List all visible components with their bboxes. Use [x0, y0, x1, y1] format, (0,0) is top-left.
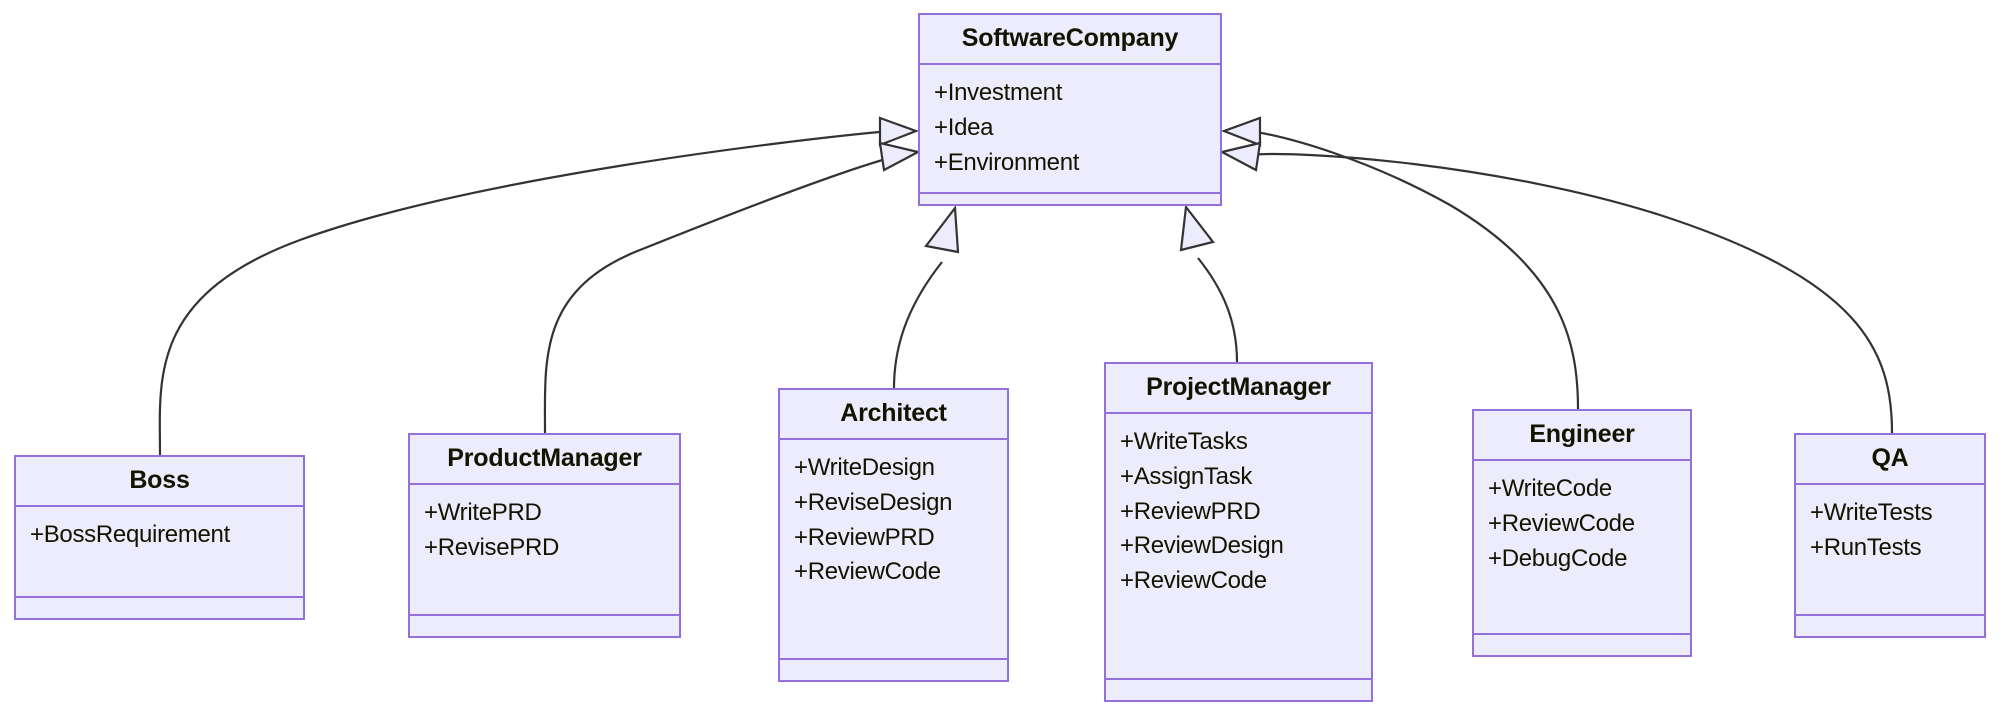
class-attribute: +RevisePRD — [424, 533, 560, 561]
class-methods-productmanager — [410, 616, 679, 636]
class-node-productmanager[interactable]: ProductManager +WritePRD +RevisePRD — [408, 433, 681, 638]
class-node-boss[interactable]: Boss +BossRequirement — [14, 455, 305, 620]
class-node-architect[interactable]: Architect +WriteDesign +ReviseDesign +Re… — [778, 388, 1009, 682]
class-attributes-qa: +WriteTests +RunTests — [1796, 485, 1984, 616]
class-title-qa: QA — [1796, 435, 1984, 485]
class-node-projectmanager[interactable]: ProjectManager +WriteTasks +AssignTask +… — [1104, 362, 1373, 702]
class-attribute: +ReviewCode — [1120, 567, 1267, 595]
class-attribute: +WriteTests — [1810, 499, 1933, 526]
edge-architect-to-softwarecompany — [892, 205, 960, 389]
class-attribute: +Environment — [934, 148, 1080, 176]
class-title-productmanager: ProductManager — [410, 435, 679, 485]
class-attribute: +WriteTasks — [1120, 428, 1248, 455]
class-attribute: +RunTests — [1810, 533, 1922, 561]
edge-projectmanager-to-softwarecompany — [1179, 204, 1239, 363]
class-title-softwarecompany: SoftwareCompany — [920, 15, 1220, 65]
class-methods-boss — [16, 598, 303, 618]
class-attribute: +WriteDesign — [794, 454, 935, 481]
class-attribute: +ReviewCode — [1488, 509, 1635, 537]
class-methods-engineer — [1474, 635, 1690, 655]
class-attribute: +ReviewDesign — [1120, 532, 1284, 560]
class-attributes-productmanager: +WritePRD +RevisePRD — [410, 485, 679, 616]
class-attributes-boss: +BossRequirement — [16, 507, 303, 598]
class-attribute: +WriteCode — [1488, 475, 1612, 502]
class-attribute: +ReviewCode — [794, 558, 941, 586]
class-attribute: +ReviewPRD — [1120, 497, 1261, 525]
class-title-projectmanager: ProjectManager — [1106, 364, 1371, 414]
class-methods-qa — [1796, 616, 1984, 636]
class-title-engineer: Engineer — [1474, 411, 1690, 461]
class-node-qa[interactable]: QA +WriteTests +RunTests — [1794, 433, 1986, 638]
class-attributes-projectmanager: +WriteTasks +AssignTask +ReviewPRD +Revi… — [1106, 414, 1371, 680]
class-attribute: +Investment — [934, 79, 1063, 106]
class-node-engineer[interactable]: Engineer +WriteCode +ReviewCode +DebugCo… — [1472, 409, 1692, 657]
class-attributes-architect: +WriteDesign +ReviseDesign +ReviewPRD +R… — [780, 440, 1007, 660]
class-attribute: +AssignTask — [1120, 462, 1253, 490]
class-attribute: +WritePRD — [424, 499, 542, 526]
class-methods-architect — [780, 660, 1007, 680]
class-title-boss: Boss — [16, 457, 303, 507]
class-attributes-softwarecompany: +Investment +Idea +Environment — [920, 65, 1220, 195]
class-attributes-engineer: +WriteCode +ReviewCode +DebugCode — [1474, 461, 1690, 635]
class-methods-softwarecompany — [920, 194, 1220, 214]
class-node-softwarecompany[interactable]: SoftwareCompany +Investment +Idea +Envir… — [918, 13, 1222, 206]
class-title-architect: Architect — [780, 390, 1007, 440]
class-attribute: +Idea — [934, 113, 994, 141]
class-attribute: +DebugCode — [1488, 544, 1628, 572]
class-attribute: +ReviewPRD — [794, 523, 935, 551]
class-methods-projectmanager — [1106, 680, 1371, 700]
class-attribute: +ReviseDesign — [794, 488, 953, 516]
class-attribute: +BossRequirement — [30, 521, 230, 548]
